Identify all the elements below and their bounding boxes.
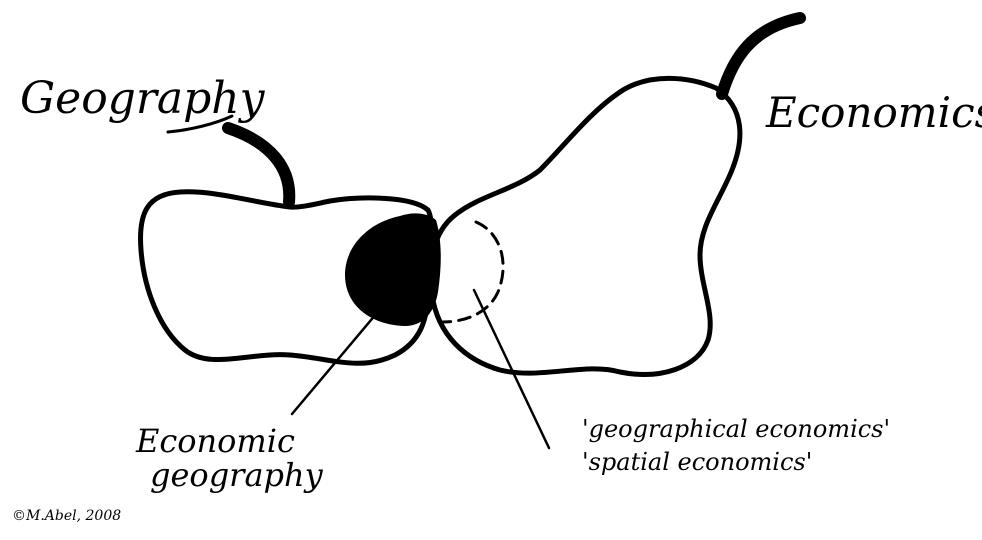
economic-geography-region xyxy=(345,213,441,326)
label-economic-geography-2: geography xyxy=(150,456,324,494)
label-geographical-economics: 'geographical economics' xyxy=(582,415,890,443)
pear-outline xyxy=(431,78,740,374)
label-economics: Economics xyxy=(765,88,982,137)
pear-stem xyxy=(722,18,800,94)
label-spatial-economics: 'spatial economics' xyxy=(582,448,812,476)
pear-economics xyxy=(431,18,800,374)
credit-text: ©M.Abel, 2008 xyxy=(12,508,121,524)
apple-stem xyxy=(228,128,289,202)
leader-spatial-economics xyxy=(474,290,549,448)
leader-economic-geography xyxy=(292,282,403,414)
spatial-economics-region xyxy=(442,222,503,322)
label-economic-geography-1: Economic xyxy=(135,422,295,460)
